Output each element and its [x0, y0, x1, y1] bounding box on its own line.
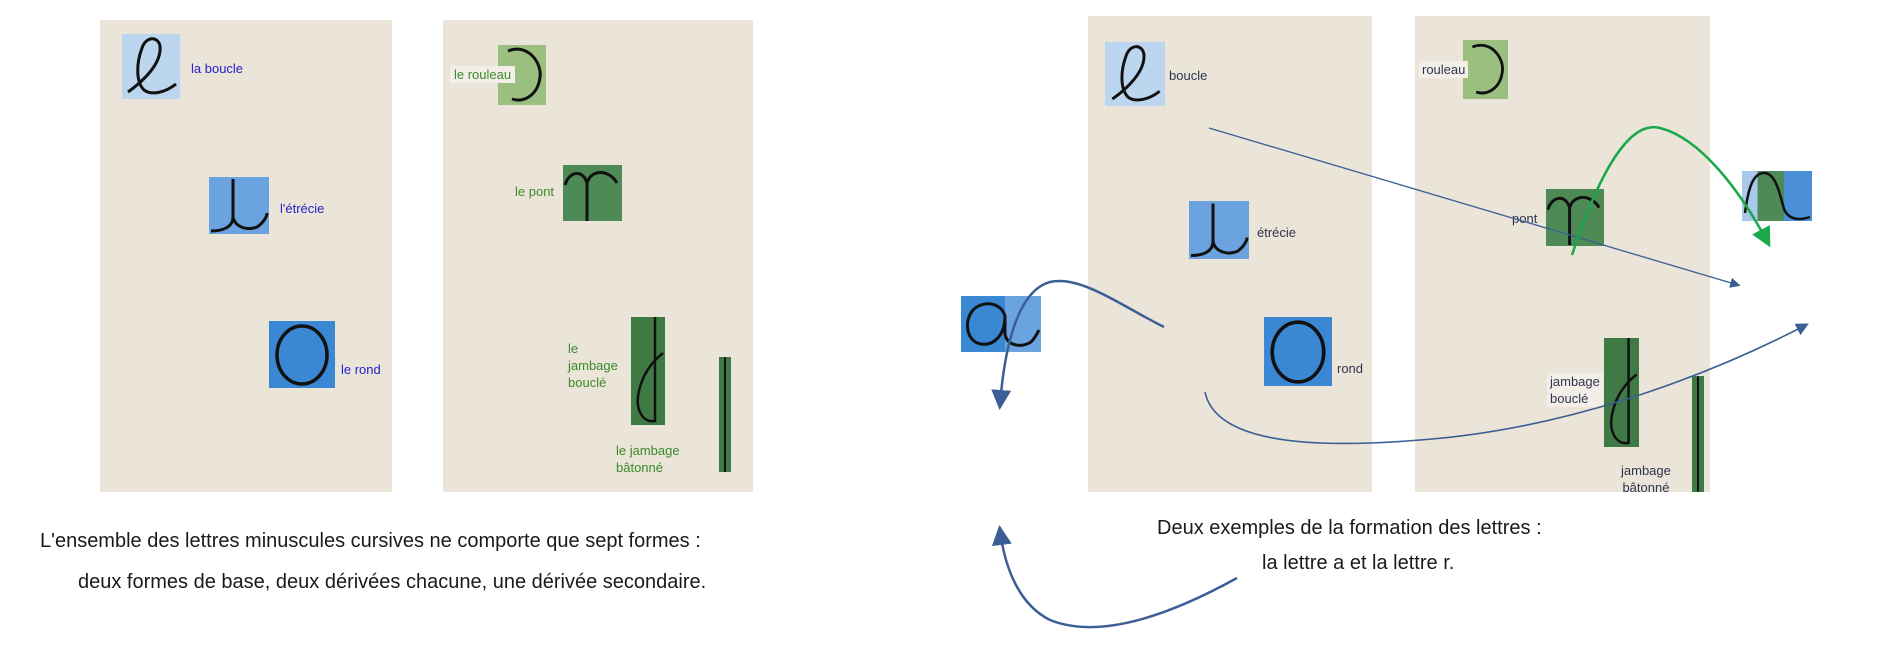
- label-pont: pont: [1512, 211, 1538, 226]
- caption-left-line2: deux formes de base, deux dérivées chacu…: [78, 571, 707, 593]
- jambage-boucle-glyph: [631, 317, 665, 425]
- caption-right-line1: Deux exemples de la formation des lettre…: [1157, 517, 1542, 539]
- rond-glyph: [1264, 317, 1332, 386]
- jambage-batonne-glyph: [719, 357, 731, 472]
- caption-left-line1: L'ensemble des lettres minuscules cursiv…: [40, 530, 701, 552]
- label-rouleau: le rouleau: [450, 66, 516, 83]
- label-pont: le pont: [515, 184, 555, 199]
- arrow-pont-to-r: [1570, 125, 1771, 256]
- jambage-boucle-glyph: [1604, 338, 1639, 447]
- label-jambage-batonne: jambage bâtonné: [1621, 462, 1671, 496]
- label-line: bouclé: [1550, 391, 1589, 406]
- label-line: le: [568, 341, 579, 356]
- label-boucle: la boucle: [191, 61, 244, 76]
- arrow-boucle-to-r: [1208, 127, 1741, 288]
- etrecie-glyph: [1189, 201, 1249, 259]
- panel-derived-forms-left: [443, 20, 753, 492]
- label-jambage-boucle: le jambage bouclé: [568, 340, 618, 391]
- boucle-glyph: [1105, 42, 1165, 106]
- boucle-glyph: [122, 34, 180, 99]
- label-rond: le rond: [341, 362, 381, 377]
- label-boucle: boucle: [1169, 68, 1208, 83]
- letter-a-glyph: [961, 296, 1041, 352]
- label-line: bouclé: [568, 375, 607, 390]
- label-line: bâtonné: [616, 460, 663, 475]
- etrecie-glyph: [209, 177, 269, 234]
- label-jambage-batonne: le jambage bâtonné: [616, 442, 680, 476]
- label-rond: rond: [1337, 361, 1364, 376]
- label-rouleau: rouleau: [1419, 61, 1469, 78]
- label-line: le jambage: [616, 443, 680, 458]
- rouleau-glyph: [1463, 40, 1508, 99]
- caption-right-line2: la lettre a et la lettre r.: [1262, 552, 1455, 574]
- label-etrecie: étrécie: [1257, 225, 1297, 240]
- letter-r-glyph: [1742, 171, 1812, 221]
- label-line: bâtonné: [1622, 480, 1670, 495]
- label-line: jambage: [1550, 374, 1600, 389]
- arrow-etrecie-to-r: [1204, 323, 1809, 445]
- label-etrecie: l'étrécie: [280, 201, 325, 216]
- label-line: jambage: [568, 358, 618, 373]
- jambage-batonne-glyph: [1692, 376, 1704, 492]
- rond-glyph: [269, 321, 335, 388]
- label-line: jambage: [1621, 463, 1671, 478]
- label-jambage-boucle: jambage bouclé: [1547, 373, 1603, 407]
- arrow-etrecie-to-a: [991, 279, 1165, 410]
- arrow-rond-to-a: [991, 525, 1238, 629]
- pont-glyph: [563, 165, 622, 221]
